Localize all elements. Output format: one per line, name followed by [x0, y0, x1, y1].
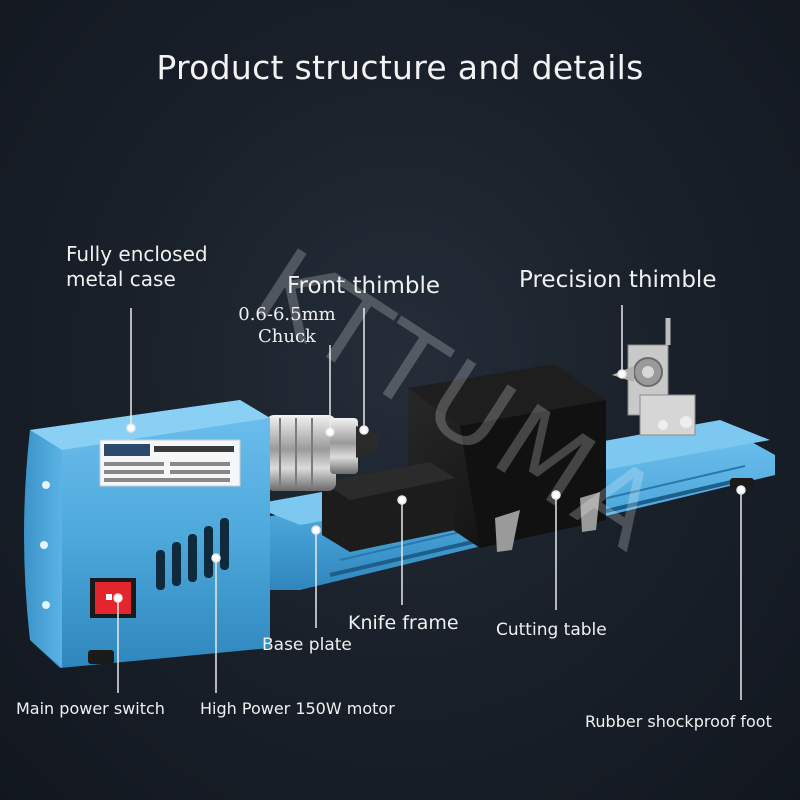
label-precision-thimble: Precision thimble: [519, 267, 717, 293]
label-power-switch: Main power switch: [16, 699, 165, 718]
rubber-feet: [88, 478, 754, 664]
label-knife-frame: Knife frame: [348, 612, 459, 634]
label-metal-case: Fully enclosed metal case: [66, 242, 208, 291]
callout-lines: [113, 305, 746, 700]
knife-frame: [322, 462, 455, 552]
page-title: Product structure and details: [156, 48, 644, 87]
label-front-thimble: Front thimble: [287, 273, 441, 299]
power-switch: [90, 578, 136, 618]
label-rubber-foot: Rubber shockproof foot: [585, 712, 772, 731]
tailstock: [612, 318, 696, 436]
chuck: [266, 415, 378, 491]
motor-housing: [24, 400, 270, 668]
label-motor: High Power 150W motor: [200, 699, 395, 718]
label-base-plate: Base plate: [262, 635, 352, 655]
label-cutting-table: Cutting table: [496, 620, 607, 640]
label-chuck: 0.6-6.5mm Chuck: [238, 304, 336, 347]
